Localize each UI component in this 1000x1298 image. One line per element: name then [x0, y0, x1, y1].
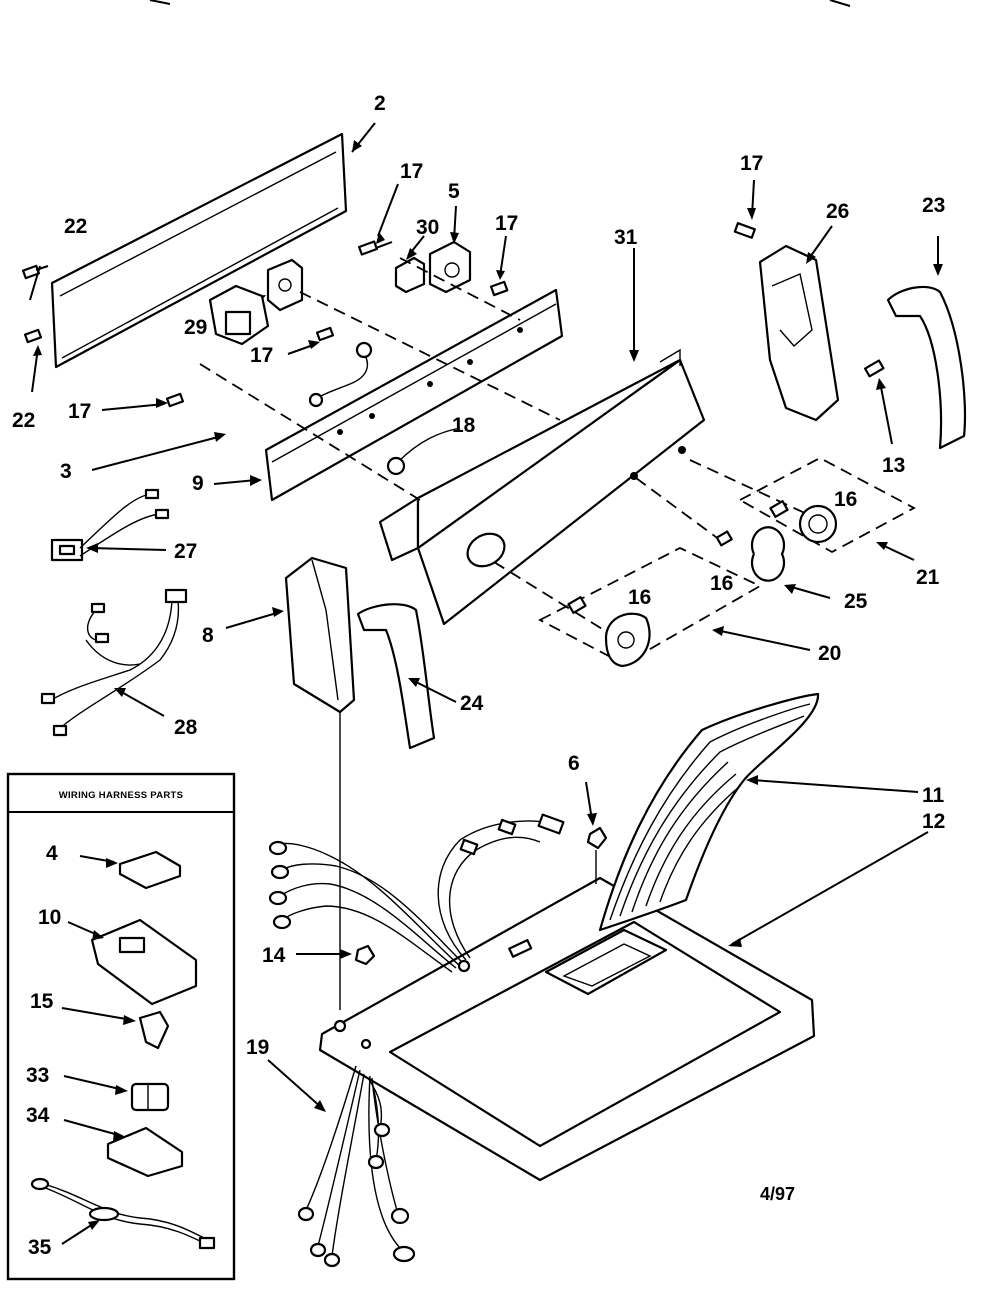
wiring-box-title: WIRING HARNESS PARTS [59, 790, 184, 801]
callout-17-d: 17 [495, 212, 518, 235]
callout-18: 18 [452, 414, 476, 437]
callout-30: 30 [416, 216, 439, 239]
part-17-screws-mid [101, 326, 335, 411]
part-8-end-cap [225, 556, 356, 1010]
callout-12: 12 [922, 810, 945, 833]
box-part-4 [79, 850, 182, 890]
callout-31: 31 [614, 226, 638, 249]
part-22-screws [21, 264, 49, 393]
callout-labels: 2 22 22 29 17 17 17 17 17 30 5 31 3 9 18… [12, 92, 945, 1259]
callout-9: 9 [192, 472, 204, 495]
callout-21: 21 [916, 566, 940, 589]
callout-33: 33 [26, 1064, 49, 1087]
part-3-timer [91, 284, 270, 471]
callout-17-c: 17 [68, 400, 91, 423]
part-14-clip [296, 944, 376, 966]
part-31-console [378, 248, 706, 626]
box-part-35 [30, 1177, 216, 1250]
callout-5: 5 [448, 180, 460, 203]
callout-2: 2 [374, 92, 386, 115]
callout-25: 25 [844, 590, 868, 613]
part-17-screws-top [358, 183, 509, 297]
callout-29: 29 [184, 316, 207, 339]
box-part-10 [67, 918, 198, 1006]
box-part-33 [63, 1075, 170, 1112]
dashed-guides [199, 257, 821, 641]
callout-14: 14 [262, 944, 286, 967]
callout-3: 3 [60, 460, 72, 483]
callout-26: 26 [826, 200, 849, 223]
part-small-wire [308, 341, 373, 408]
part-26-bracket [733, 179, 893, 445]
part-19-harness [267, 1059, 416, 1268]
part-30-and-5 [394, 205, 472, 294]
callout-34: 34 [26, 1104, 50, 1127]
callout-23: 23 [922, 194, 945, 217]
callout-15: 15 [30, 990, 54, 1013]
part-18-lamp [386, 427, 461, 476]
callout-24: 24 [460, 692, 484, 715]
top-edge-marks [149, 0, 851, 7]
part-12-top [318, 831, 929, 1182]
harness-left-bundle [268, 813, 565, 973]
callout-13: 13 [882, 454, 905, 477]
box-part-15 [61, 1007, 170, 1050]
callout-17-a: 17 [400, 160, 423, 183]
callout-35: 35 [28, 1236, 52, 1259]
date-code: 4/97 [760, 1184, 795, 1204]
callout-16-b: 16 [710, 572, 733, 595]
callout-17-b: 17 [250, 344, 273, 367]
part-23-end-cap [886, 236, 967, 450]
part-knobs [538, 456, 916, 668]
wiring-harness-box: WIRING HARNESS PARTS [6, 772, 236, 1281]
callout-6: 6 [568, 752, 580, 775]
part-9-control-rail [213, 288, 564, 502]
part-24-end-cap [356, 603, 457, 750]
callout-11: 11 [922, 784, 945, 807]
part-27-harness [50, 488, 170, 562]
callout-19: 19 [246, 1036, 269, 1059]
box-part-34 [63, 1119, 184, 1178]
part-11-harness [598, 692, 919, 932]
callout-20: 20 [818, 642, 841, 665]
part-28-harness [40, 588, 188, 737]
callout-10: 10 [38, 906, 61, 929]
callout-8: 8 [202, 624, 214, 647]
callout-27: 27 [174, 540, 197, 563]
callout-22-bottom: 22 [12, 409, 35, 432]
part-2-panel-plate [50, 122, 376, 369]
callout-16-a: 16 [834, 488, 857, 511]
callout-16-c: 16 [628, 586, 651, 609]
callout-22-top: 22 [64, 215, 87, 238]
callout-4: 4 [46, 842, 58, 865]
callout-28: 28 [174, 716, 198, 739]
callout-17-e: 17 [740, 152, 763, 175]
part-6-screw [585, 781, 608, 884]
